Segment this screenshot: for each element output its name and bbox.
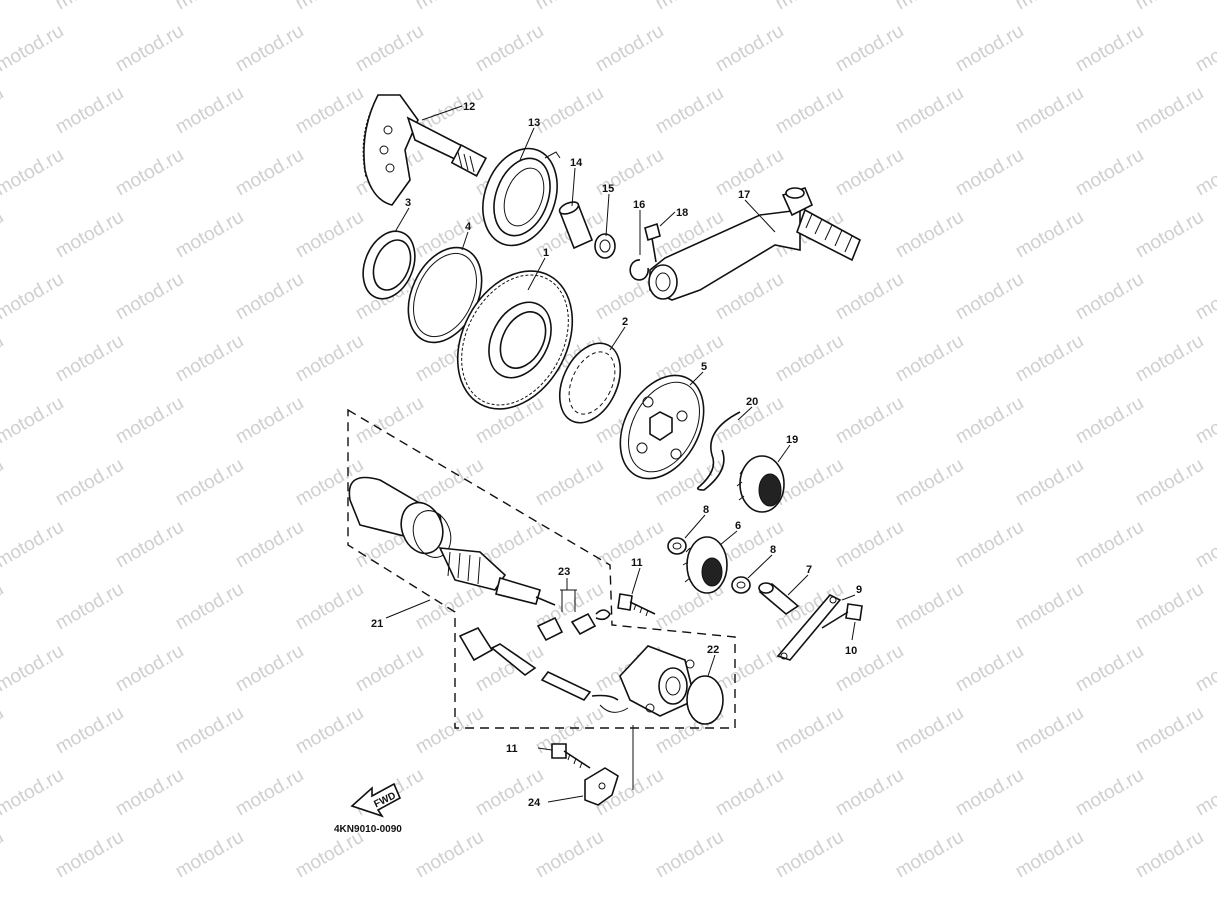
callout-15: 15 (602, 183, 614, 195)
callout-14: 14 (570, 157, 583, 169)
part-24-bracket[interactable] (584, 767, 619, 806)
starter-wiring[interactable] (458, 626, 629, 713)
part-15-washer[interactable] (594, 233, 616, 259)
callout-6: 6 (735, 520, 741, 532)
callout-16: 16 (633, 199, 645, 211)
part-6-idle-gear[interactable] (682, 536, 728, 594)
part-23-brush-set[interactable] (536, 589, 611, 642)
callout-11-lower: 11 (506, 743, 518, 755)
part-1-ring-gear[interactable] (435, 251, 595, 429)
callout-8-upper: 8 (703, 504, 709, 516)
part-14-collar[interactable] (558, 200, 594, 250)
part-12-kick-shaft[interactable] (362, 94, 488, 206)
callout-4: 4 (465, 221, 472, 233)
callout-17: 17 (738, 189, 750, 201)
starter-relay-body[interactable] (619, 645, 696, 717)
callout-9: 9 (856, 584, 862, 596)
part-9-plate[interactable] (776, 594, 842, 661)
callout-5: 5 (701, 361, 707, 373)
leader-lines (385, 105, 856, 803)
callout-22: 22 (707, 644, 719, 656)
part-18-bolt[interactable] (644, 222, 661, 263)
part-16-circlip[interactable] (629, 259, 649, 281)
part-3-bearing[interactable] (354, 224, 425, 307)
callout-18: 18 (676, 207, 688, 219)
part-11-bolt-lower[interactable] (551, 743, 591, 769)
callout-7: 7 (806, 564, 812, 576)
diagram-code: 4KN9010-0090 (334, 824, 402, 835)
part-4-washer[interactable] (394, 236, 496, 355)
callout-12: 12 (463, 101, 475, 113)
callout-10: 10 (845, 645, 857, 657)
part-19-drive-gear[interactable] (736, 455, 785, 513)
part-21-starter-motor[interactable] (347, 408, 736, 729)
callout-2: 2 (622, 316, 628, 328)
callout-19: 19 (786, 434, 798, 446)
callout-20: 20 (746, 396, 758, 408)
part-11-bolt-upper[interactable] (617, 593, 656, 617)
callout-8-lower: 8 (770, 544, 776, 556)
part-13-kick-spring[interactable] (470, 138, 570, 256)
part-22-gasket[interactable] (686, 675, 724, 725)
callout-13: 13 (528, 117, 540, 129)
part-20-wire-clip[interactable] (696, 411, 741, 491)
callout-24: 24 (528, 797, 541, 809)
callout-11-upper: 11 (631, 557, 643, 569)
part-17-kick-lever[interactable] (648, 187, 862, 301)
callout-23: 23 (558, 566, 570, 578)
fwd-arrow-icon: FWD (350, 782, 402, 818)
callout-labels: 12 13 14 15 16 18 17 3 4 1 2 5 20 19 8 6… (371, 101, 862, 809)
part-8-washer-lower[interactable] (731, 576, 751, 594)
part-7-shaft[interactable] (758, 582, 800, 615)
part-8-washer-upper[interactable] (667, 537, 687, 555)
callout-21: 21 (371, 618, 383, 630)
part-10-bolt[interactable] (821, 603, 863, 629)
callout-3: 3 (405, 197, 411, 209)
callout-1: 1 (543, 247, 549, 259)
part-5-clutch-plate[interactable] (604, 361, 721, 493)
part-2-needle-bearing[interactable] (548, 334, 632, 433)
